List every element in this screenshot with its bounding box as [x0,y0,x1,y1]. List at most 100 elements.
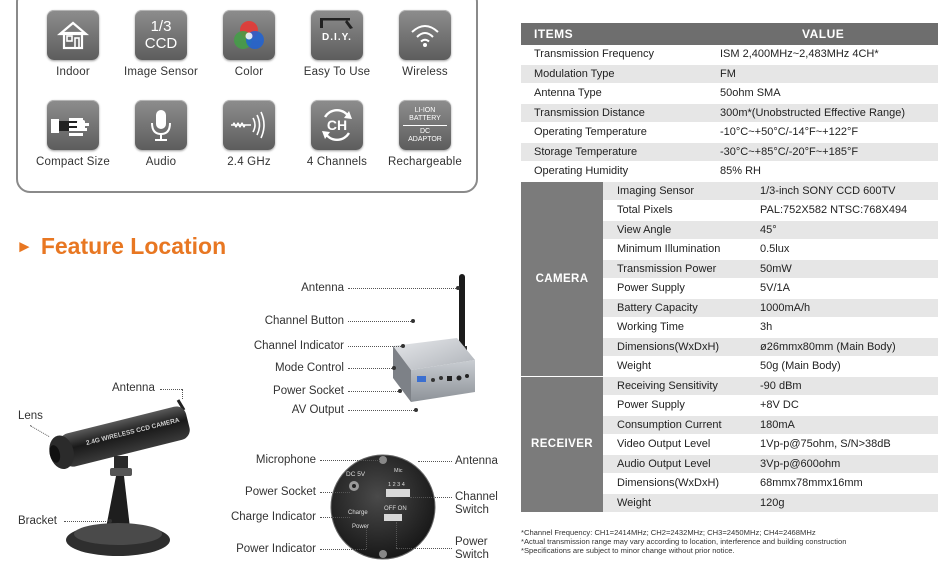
battery-adaptor-icon: LI-ION BATTERY DC ADAPTOR [399,100,451,150]
spec-value: +8V DC [760,399,799,412]
leader-line [418,461,452,462]
feature-label: Compact Size [36,156,110,168]
receiver-group-label: RECEIVER [521,376,603,513]
spec-key: Consumption Current [617,418,722,431]
feature-label: 4 Channels [306,156,368,168]
callout-power-switch: Power Switch [455,536,489,561]
spec-row: Dimensions(WxDxH)ø26mmx80mm (Main Body) [603,337,938,357]
callout-dot [414,408,418,412]
leader-line [396,522,397,548]
feature-label: Color [234,66,264,78]
spec-key: Minimum Illumination [617,243,721,256]
callout-microphone: Microphone [255,454,316,466]
wifi-icon [399,10,451,60]
header-value: VALUE [802,27,845,41]
spec-value: 180mA [760,418,795,431]
spec-row: Operating Humidity 85% RH [521,162,938,182]
spec-key: Imaging Sensor [617,184,695,197]
footnotes: *Channel Frequency: CH1=2414MHz; CH2=243… [521,528,938,555]
spec-row: Dimensions(WxDxH) 68mmx78mmx16mm [603,474,938,494]
callout-lens: Lens [18,410,43,422]
rgb-color-icon [223,10,275,60]
spec-value: 85% RH [720,165,761,178]
battery-text: LI-ION BATTERY [403,107,447,126]
spec-value: 68mmx78mmx16mm [760,477,863,490]
spec-key: Operating Temperature [534,126,647,139]
spec-key: Dimensions(WxDxH) [617,477,720,490]
feature-color: Color [204,10,294,78]
spec-key: Battery Capacity [617,301,698,314]
spec-key: Operating Humidity [534,165,629,178]
spec-value: -10°C~+50°C/-14°F~+122°F [720,126,859,139]
leader-line [182,389,183,399]
leader-line [320,460,380,461]
feature-label: Wireless [402,66,448,78]
back-mic-text: Mic [394,468,403,474]
callout-dot [456,286,460,290]
leader-line [64,521,110,522]
microphone-icon [135,100,187,150]
leader-line [348,288,458,289]
spec-key: Power Supply [617,399,685,412]
channel-ch-text: CH [326,117,348,133]
feature-rechargeable: LI-ION BATTERY DC ADAPTOR Rechargeable [380,100,470,168]
sensor-fraction-text: 1/3 [150,18,172,35]
feature-label: 2.4 GHz [227,156,271,168]
feature-location-heading: ►Feature Location [16,233,226,260]
footnote: *Channel Frequency: CH1=2414MHz; CH2=243… [521,528,816,537]
feature-wireless: Wireless [380,10,470,78]
callout-power-socket: Power Socket [273,385,344,397]
spec-key: View Angle [617,223,672,236]
callout-dot [411,319,415,323]
hand-holding-icon [47,100,99,150]
spec-value: 3Vp-p@600ohm [760,457,841,470]
spec-key: Working Time [617,321,685,334]
feature-2-4ghz: 2.4 GHz [204,100,294,168]
camera-back-illustration: DC 5V Mic 1 2 3 4 Charge OFF ON Power [330,454,436,560]
callout-channel-button: Channel Button [264,315,344,327]
spec-value: -30°C~+85°C/-20°F~+185°F [720,145,859,158]
leader-line [320,517,350,518]
spec-value: 50g (Main Body) [760,360,841,373]
sensor-icon: 1/3 CCD [135,10,187,60]
spec-row: Consumption Current 180mA [603,415,938,435]
leader-line [320,549,366,550]
callout-dot [398,389,402,393]
back-ch-text: 1 2 3 4 [388,482,405,488]
spec-value: 120g [760,496,785,509]
receiver-unit-illustration [393,274,475,402]
feature-image-sensor: 1/3 CCD Image Sensor [116,10,206,78]
callout-bracket: Bracket [18,515,57,527]
spec-key: Total Pixels [617,204,673,217]
back-charge-text: Charge [348,510,368,516]
feature-easy-to-use: D.I.Y. Easy To Use [292,10,382,78]
feature-indoor: Indoor [28,10,118,78]
camera-group-label: CAMERA [521,181,603,377]
leader-line [348,321,413,322]
adaptor-text: DC ADAPTOR [408,127,442,143]
header-items: ITEMS [534,27,574,41]
callout-dot [108,519,112,523]
spec-value: 45° [760,223,777,236]
diy-tool-icon: D.I.Y. [311,10,363,60]
callout-charge-indicator: Charge Indicator [230,511,316,523]
channel-icon: CH [311,100,363,150]
spec-row: Power Supply +8V DC [603,396,938,416]
callout-av-output: AV Output [291,404,344,416]
feature-label: Image Sensor [124,66,198,78]
spec-key: Transmission Distance [534,106,645,119]
leader-line [410,497,452,498]
spec-key: Transmission Frequency [534,48,655,61]
spec-row: Operating Temperature -10°C~+50°C/-14°F~+… [521,123,938,143]
